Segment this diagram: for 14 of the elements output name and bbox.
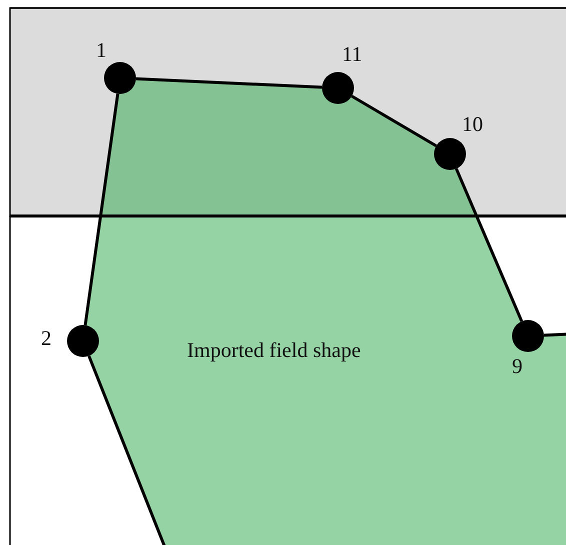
vertex-number: 1	[96, 38, 106, 63]
vertex-number: 11	[342, 42, 362, 67]
vertex-dot	[512, 320, 544, 352]
vertex-number: 9	[512, 354, 522, 379]
polygon-edge	[88, 355, 168, 545]
shape-label: Imported field shape	[187, 338, 361, 363]
polygon-edge	[84, 94, 120, 326]
polygon-edge	[544, 332, 566, 337]
vertex-dot	[67, 325, 99, 357]
vertex-number: 2	[41, 326, 52, 351]
vertex-number: 10	[462, 112, 483, 137]
polygon-edge	[351, 94, 437, 148]
polygon-edge	[454, 168, 524, 322]
polygon-edge	[136, 77, 322, 89]
